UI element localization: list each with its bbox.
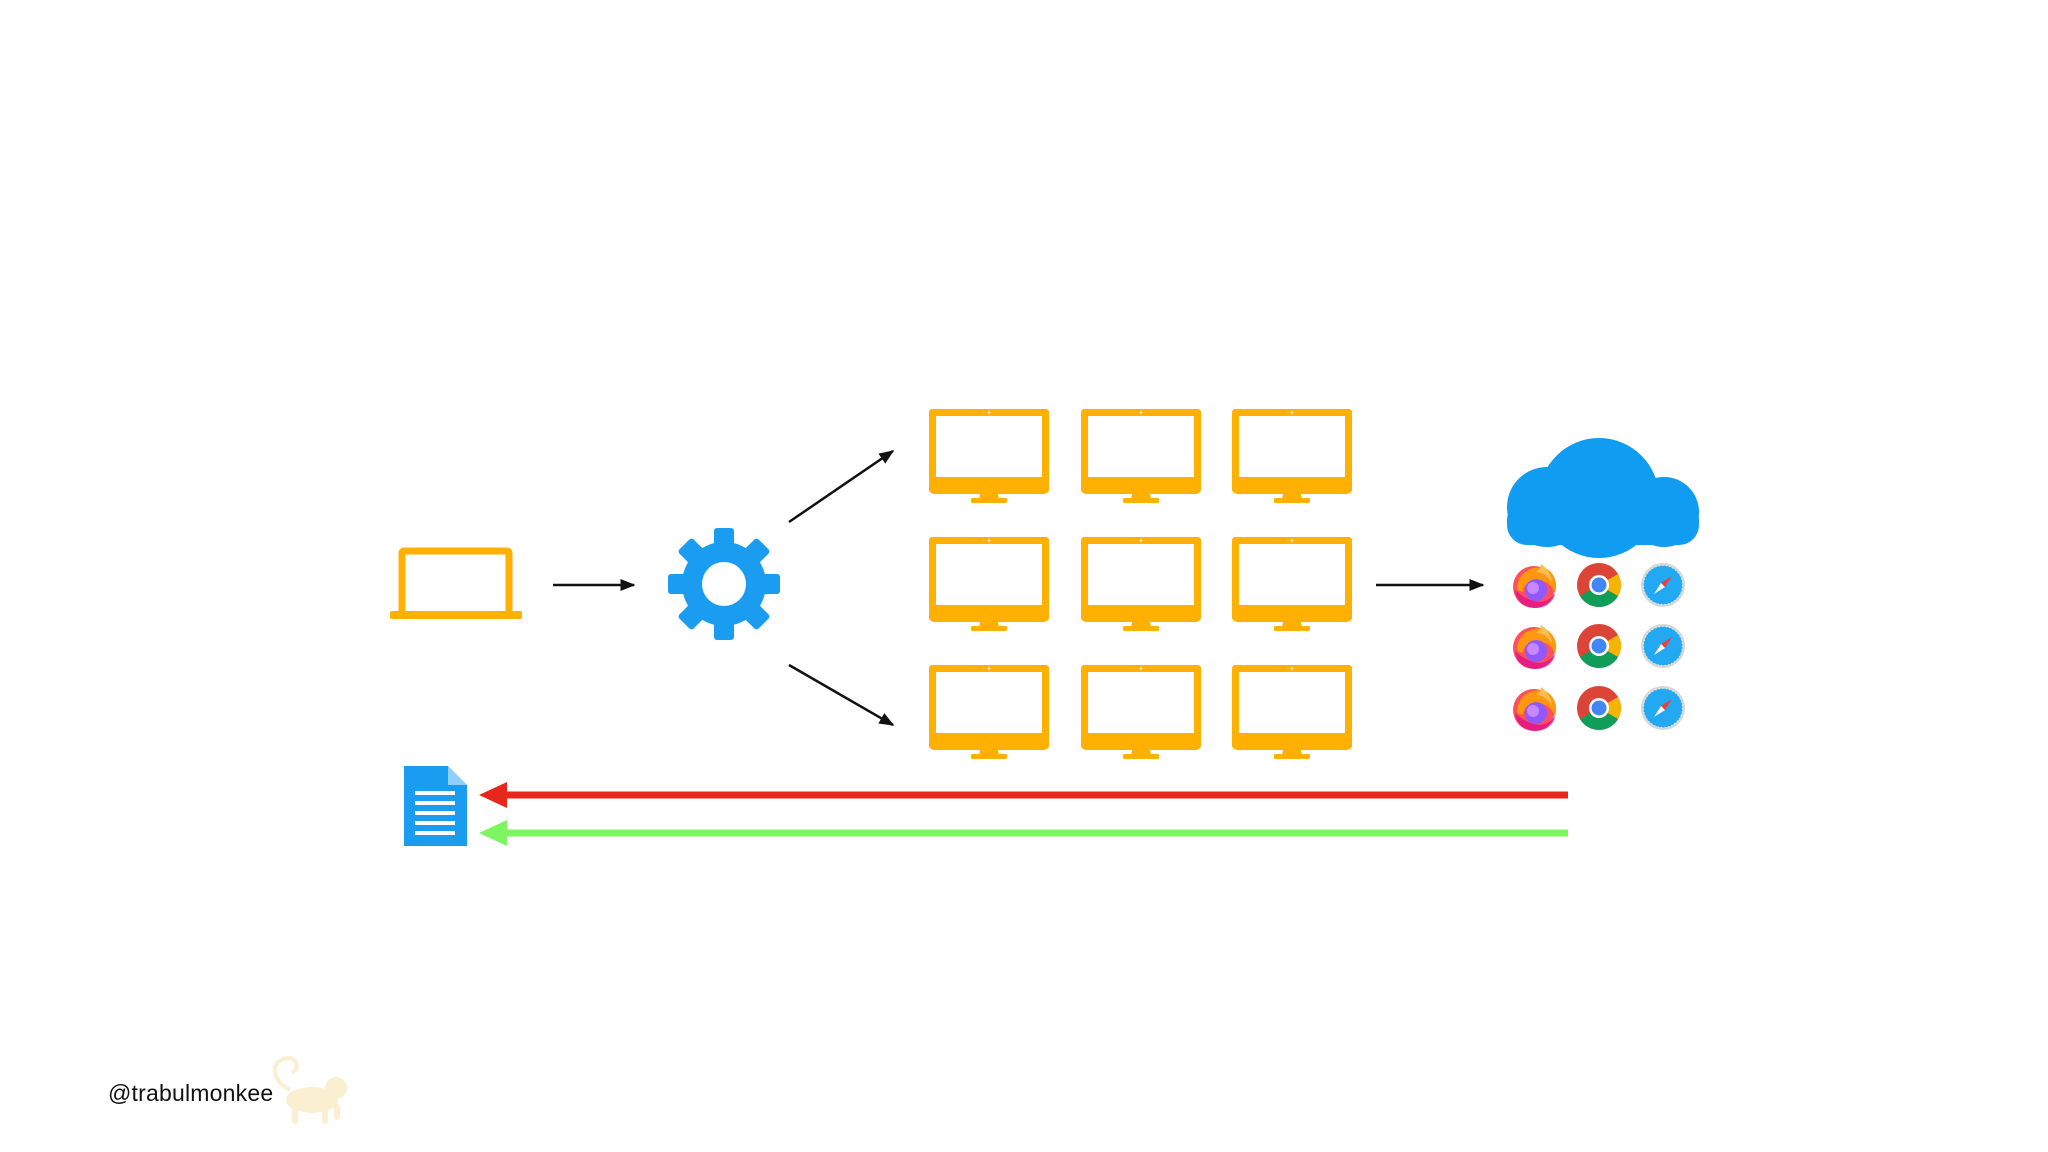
safari-icon (1640, 685, 1686, 731)
desktop-monitor-icon (932, 539, 1046, 631)
worker-monitor-grid (932, 411, 1349, 759)
arrow-gear-to-top-monitors (788, 449, 895, 524)
chrome-icon (1577, 563, 1621, 607)
safari-icon (1640, 562, 1686, 608)
desktop-monitor-icon (1084, 411, 1198, 503)
cloud-icon (1507, 438, 1699, 558)
chrome-icon (1577, 686, 1621, 730)
chrome-icon (1577, 624, 1621, 668)
safari-icon (1640, 623, 1686, 669)
document-icon (404, 766, 467, 846)
desktop-monitor-icon (1084, 667, 1198, 759)
result-arrow-fail (479, 782, 1568, 808)
desktop-monitor-icon (1235, 411, 1349, 503)
arrow-gear-to-bottom-monitors (788, 663, 895, 727)
desktop-monitor-icon (1235, 667, 1349, 759)
laptop-icon (390, 547, 522, 619)
firefox-icon (1513, 687, 1557, 731)
result-arrow-pass (479, 820, 1568, 846)
gear-icon (668, 528, 780, 640)
monkey-logo (272, 1055, 347, 1124)
firefox-icon (1513, 625, 1557, 669)
desktop-monitor-icon (932, 667, 1046, 759)
desktop-monitor-icon (932, 411, 1046, 503)
firefox-icon (1513, 564, 1557, 608)
desktop-monitor-icon (1235, 539, 1349, 631)
browser-grid (1513, 562, 1686, 731)
desktop-monitor-icon (1084, 539, 1198, 631)
author-handle: @trabulmonkee (108, 1080, 274, 1106)
